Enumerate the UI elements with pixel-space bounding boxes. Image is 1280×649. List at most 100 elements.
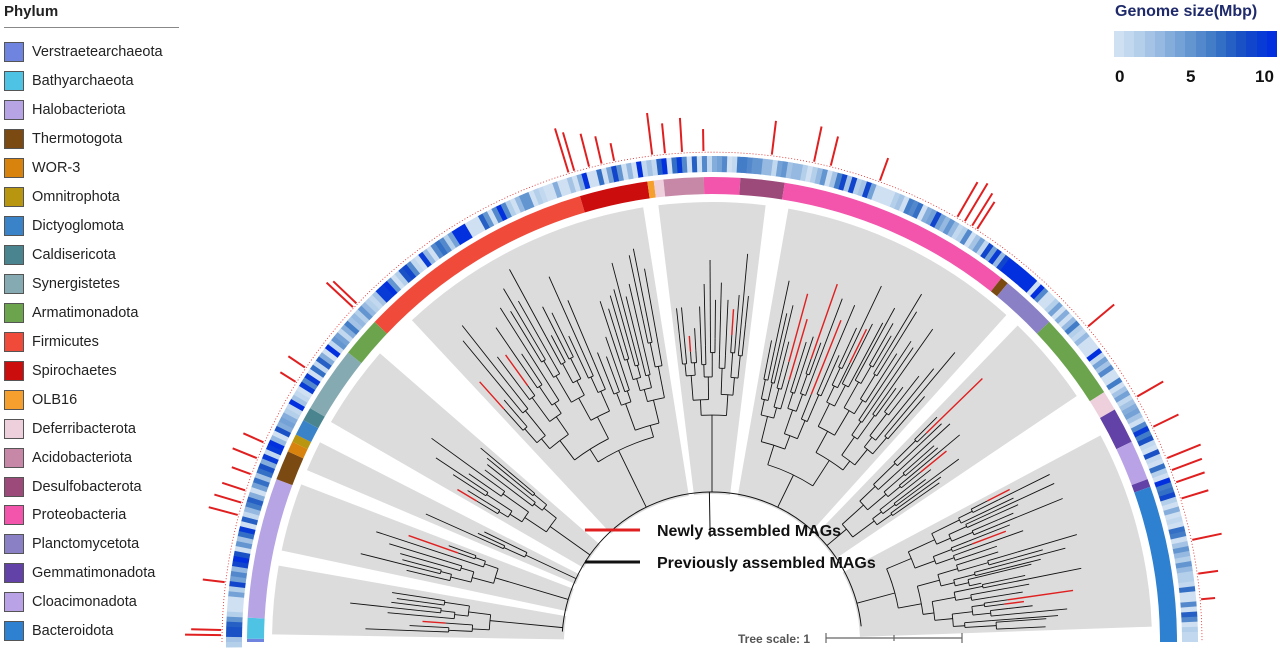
branch-arc [767,464,814,487]
branch-arc [761,398,769,401]
clade-highlight [842,435,1152,637]
mag-bar [609,143,616,162]
branch-segment [808,356,817,375]
branch-segment [486,494,513,512]
genome-size-cell [330,336,347,351]
genome-size-cell [963,231,977,248]
branch-segment [541,438,551,449]
genome-size-cell [942,218,955,235]
branch-segment [784,435,791,450]
genome-size-cell [312,360,329,375]
genome-size-cell [318,352,335,367]
genome-size-cell [417,251,432,268]
branch-segment [453,556,484,568]
branch-segment [958,562,989,572]
genome-size-cell [1022,277,1038,293]
branch-segment [457,552,475,560]
legend-item-proteobacteria: Proteobacteria [4,501,194,530]
branch-segment [561,344,570,360]
genome-size-cell [955,226,969,243]
mag-bar [964,182,989,222]
genome-size-cell [296,385,313,399]
genome-size-cell [288,399,305,412]
branch-segment [890,500,909,514]
new-mag-label: Newly assembled MAGs [657,523,841,540]
genome-size-cell [368,294,384,310]
genome-size-cell [842,175,853,193]
branch-segment [953,625,965,627]
genome-size-cell [1123,407,1141,420]
branch-segment [472,577,494,584]
mag-bar [332,280,358,305]
mag-bar [1175,471,1205,484]
genome-size-cell [987,248,1002,265]
prev-mag-branch [484,469,520,497]
phylum-ring-sector [703,177,741,195]
legend-item-deferribacterota: Deferribacterota [4,414,194,443]
branch-segment [971,596,990,601]
genome-size-cell [967,234,981,251]
genome-size-cell [595,168,605,186]
branch-segment [486,501,501,511]
genome-size-cell [893,193,906,211]
new-mag-branch [731,309,735,336]
legend-swatch [4,418,24,439]
genome-size-cell [464,221,477,238]
branch-segment [884,413,904,437]
branch-segment [695,350,697,363]
prev-mag-branch [967,563,1032,581]
phylum-ring-sector [287,441,308,459]
genome-size-cell [306,368,324,383]
genome-size-cell [1040,294,1056,310]
branch-segment [841,436,855,456]
genome-size-cell [1134,430,1152,442]
legend-label: Synergistetes [32,275,120,292]
prev-mag-branch [909,479,926,492]
mag-bar [554,128,570,173]
mag-bar [242,432,264,444]
genome-size-cell [235,540,253,550]
branch-segment [936,537,951,545]
clade-highlight [306,442,581,585]
genome-size-cell [239,521,257,531]
prev-mag-branch [497,356,513,378]
branch-segment [975,568,1004,577]
branch-segment [859,486,876,502]
prev-mag-branch [431,437,494,484]
genome-size-cell [991,251,1006,268]
branch-arc [869,364,874,368]
prev-mag-branch [402,559,416,564]
genome-size-cell [248,491,266,502]
branch-arc [886,568,899,609]
genome-size-cell [360,301,377,317]
genome-size-cell [1164,510,1182,521]
branch-segment [491,489,502,497]
genome-size-cell [999,257,1014,274]
branch-segment [618,359,630,391]
branch-segment [475,557,486,562]
genome-size-cell [799,164,809,182]
legend-label: Cloacimonadota [32,594,137,611]
prev-mag-branch [884,368,935,430]
genome-size-cell [1073,331,1090,347]
prev-mag-branch [800,336,814,375]
branch-segment [450,576,472,583]
prev-mag-branch [484,531,518,549]
legend-swatch [4,360,24,381]
branch-segment [882,504,896,515]
prev-mag-branch [904,375,920,395]
branch-segment [887,486,901,497]
branch-segment [678,333,683,365]
branch-segment [489,541,504,550]
prev-mag-branch [996,618,1047,623]
genome-size-cell [1157,486,1175,497]
genome-size-cell [731,156,738,173]
mag-bar [202,578,225,584]
prev-mag-branch [503,399,520,419]
gradient-step [1175,31,1186,57]
genome-size-cell [1143,448,1161,460]
prev-mag-branch [599,301,620,360]
genome-size-cell [473,216,486,233]
genome-size-cell [321,348,338,363]
genome-size-cell [925,208,938,226]
